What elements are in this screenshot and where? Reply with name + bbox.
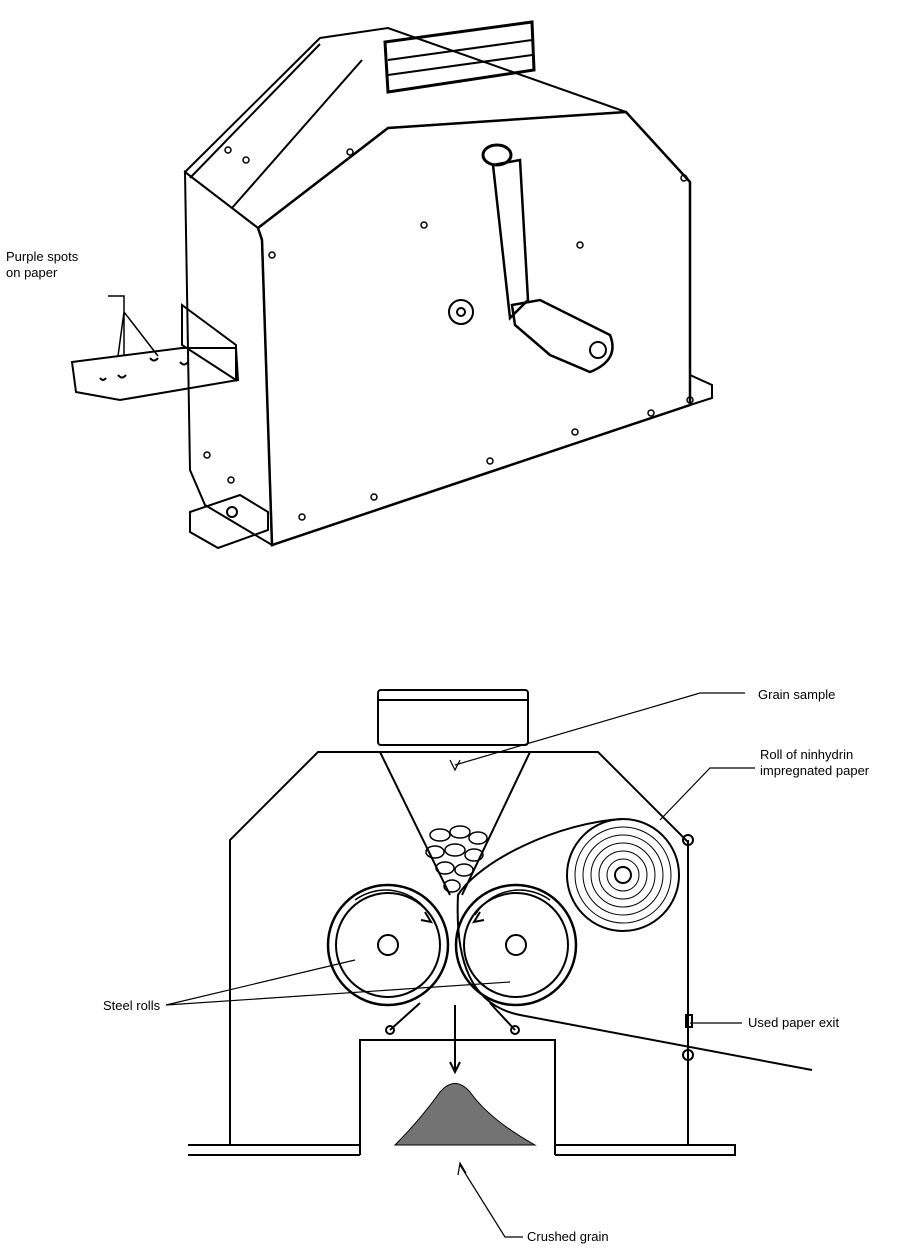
label-line: Roll of ninhydrin	[760, 747, 854, 762]
machine-perspective	[70, 20, 713, 550]
hopper	[379, 751, 531, 896]
label-grain-sample: Grain sample	[758, 687, 836, 702]
label-purple-spots: Purple spots on paper	[6, 249, 78, 281]
label-line: impregnated paper	[760, 763, 870, 778]
steel-roll-right	[454, 883, 578, 1007]
label-steel-rolls: Steel rolls	[103, 998, 161, 1013]
paper-strip	[70, 347, 240, 402]
hopper-lid	[377, 689, 529, 746]
base	[188, 1039, 736, 1156]
label-paper-roll: Roll of ninhydrin impregnated paper	[760, 747, 869, 779]
steel-roll-left	[326, 883, 450, 1007]
paper-path	[456, 818, 813, 1071]
label-line: Purple spots	[6, 249, 79, 264]
leader-lines	[165, 692, 755, 1238]
grain-pile	[425, 825, 488, 893]
left-side	[183, 169, 274, 547]
crank-handle	[448, 143, 614, 374]
label-used-paper-exit: Used paper exit	[748, 1015, 840, 1030]
crushed-grain-pile	[393, 1083, 537, 1146]
paper-roll	[566, 818, 680, 932]
top-handle	[383, 20, 536, 94]
rivets	[203, 146, 694, 521]
paper-slot	[181, 303, 237, 382]
machine-section	[165, 689, 813, 1238]
base-foot-right	[689, 373, 713, 407]
label-line: on paper	[6, 265, 58, 280]
leader-purple-spots	[108, 295, 159, 357]
base-foot-left	[189, 493, 269, 550]
label-crushed-grain: Crushed grain	[527, 1229, 609, 1244]
